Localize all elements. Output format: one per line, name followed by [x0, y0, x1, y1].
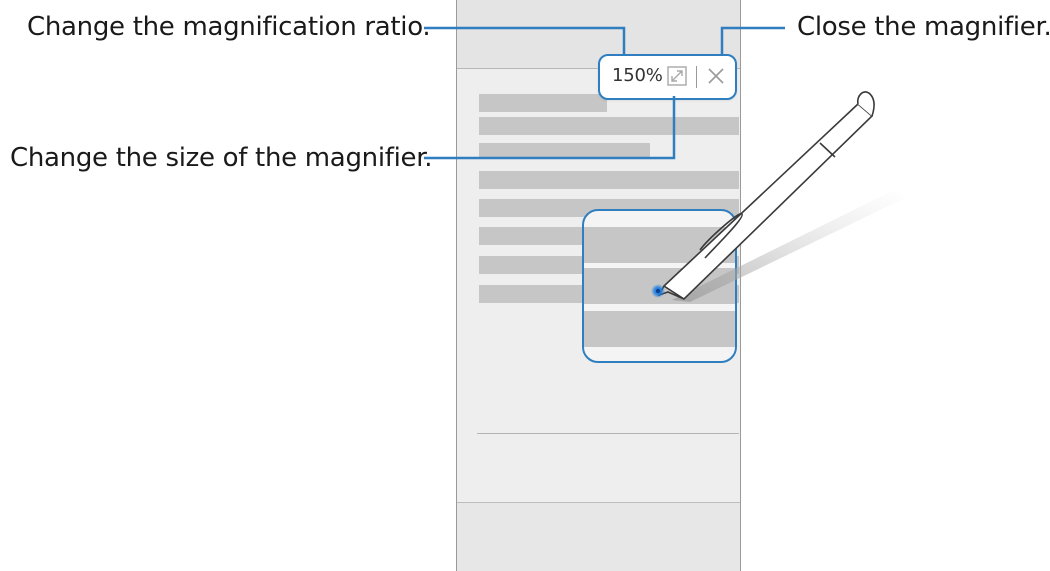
callout-magnification-ratio: Change the magnification ratio.	[27, 12, 431, 42]
magnifier-window[interactable]	[582, 209, 737, 363]
callout-close-magnifier: Close the magnifier.	[797, 12, 1050, 42]
toolbar-divider	[696, 66, 697, 88]
s-pen	[657, 91, 875, 301]
text-placeholder-line	[479, 171, 739, 189]
callout-magnifier-size: Change the size of the magnifier.	[10, 143, 433, 173]
magnified-text-line	[584, 311, 735, 347]
text-placeholder-line	[479, 143, 650, 157]
close-icon[interactable]	[707, 67, 725, 85]
leader-line-ratio	[424, 26, 626, 56]
resize-expand-icon[interactable]	[666, 65, 688, 87]
app-bottom-bar	[457, 502, 740, 571]
pen-shadow	[672, 188, 905, 302]
text-placeholder-line	[479, 94, 607, 112]
magnifier-toolbar: 150%	[598, 54, 737, 100]
leader-line-close	[720, 26, 785, 56]
content-divider	[477, 433, 739, 434]
zoom-ratio-button[interactable]: 150%	[612, 65, 663, 86]
leader-line-size	[424, 96, 676, 160]
